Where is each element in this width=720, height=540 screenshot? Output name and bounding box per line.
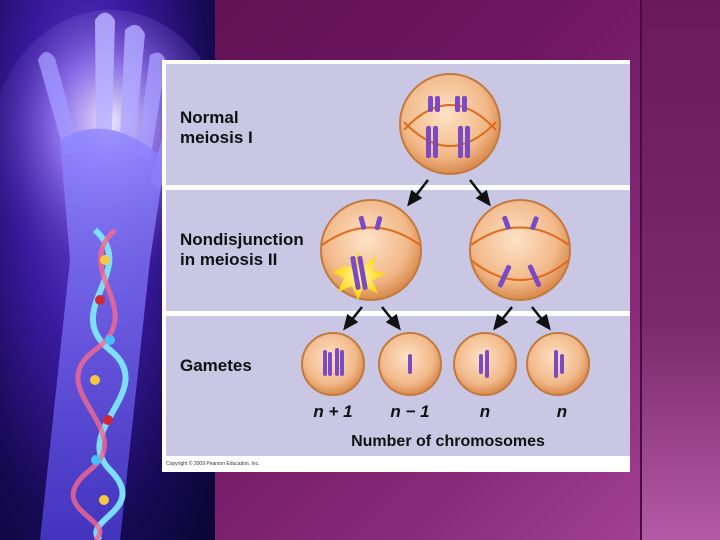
row-label-gametes: Gametes: [180, 356, 252, 375]
parent-cell: [399, 73, 501, 175]
row-normal-meiosis-1: Normal meiosis I: [166, 64, 630, 185]
gamete-n-minus-1: [378, 332, 442, 396]
copyright-notice: Copyright © 2009 Pearson Education, Inc.: [166, 461, 260, 467]
row-label-nondisjunction: Nondisjunction in meiosis II: [180, 230, 304, 269]
count-label-n-minus-1: n − 1: [390, 402, 429, 421]
background-stripe: [640, 0, 720, 540]
gamete-n-plus-1: [301, 332, 365, 396]
arrows-meiosis-1: [407, 179, 491, 207]
count-label-n-plus-1: n + 1: [313, 402, 352, 421]
axis-caption: Number of chromosomes: [351, 433, 545, 450]
row-label-normal-meiosis: Normal meiosis I: [180, 108, 253, 147]
arrows-meiosis-2: [343, 306, 551, 331]
count-label-n-a: n: [480, 402, 490, 421]
nondisjunction-cell: [320, 199, 422, 301]
count-label-n-b: n: [557, 402, 567, 421]
nondisjunction-figure: Normal meiosis I Nondisjunction in meios…: [162, 60, 630, 472]
gamete-n-b: [526, 332, 590, 396]
diagram-artwork: n + 1 n − 1 n n Number of chromosomes: [301, 73, 590, 450]
gamete-n-a: [453, 332, 517, 396]
normal-meiosis-2-cell: [469, 199, 571, 301]
